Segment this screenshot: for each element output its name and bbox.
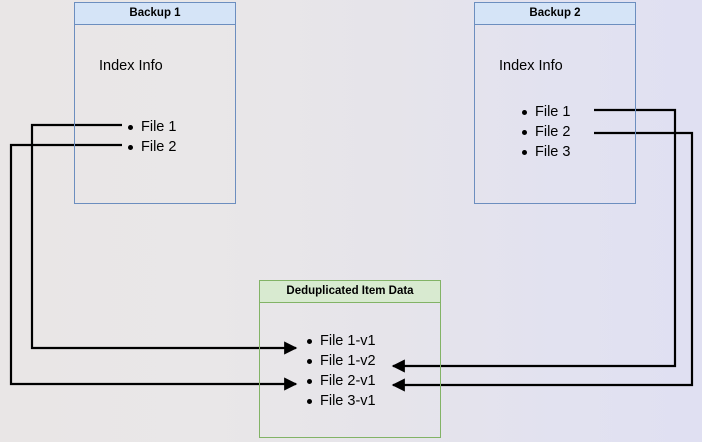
list-item[interactable]: File 2 [519, 122, 570, 142]
node-dedup-body: File 1-v1 File 1-v2 File 2-v1 File 3-v1 [260, 303, 440, 437]
node-backup1-header: Backup 1 [75, 3, 235, 25]
list-item[interactable]: File 1 [519, 102, 570, 122]
node-backup2-body: Index Info File 1 File 2 File 3 [475, 25, 635, 203]
node-deduplicated-item-data[interactable]: Deduplicated Item Data File 1-v1 File 1-… [259, 280, 441, 438]
list-item[interactable]: File 2-v1 [304, 371, 376, 391]
node-backup2-header: Backup 2 [475, 3, 635, 25]
node-backup2[interactable]: Backup 2 Index Info File 1 File 2 File 3 [474, 2, 636, 204]
backup1-file-list: File 1 File 2 [125, 117, 176, 157]
node-backup1-body: Index Info File 1 File 2 [75, 25, 235, 203]
list-item[interactable]: File 3-v1 [304, 391, 376, 411]
list-item[interactable]: File 1-v1 [304, 331, 376, 351]
list-item[interactable]: File 2 [125, 137, 176, 157]
node-dedup-header: Deduplicated Item Data [260, 281, 440, 303]
backup1-index-info-label: Index Info [99, 58, 163, 74]
backup2-index-info-label: Index Info [499, 58, 563, 74]
dedup-file-list: File 1-v1 File 1-v2 File 2-v1 File 3-v1 [304, 331, 376, 411]
list-item[interactable]: File 1-v2 [304, 351, 376, 371]
backup2-file-list: File 1 File 2 File 3 [519, 102, 570, 162]
list-item[interactable]: File 1 [125, 117, 176, 137]
node-backup1[interactable]: Backup 1 Index Info File 1 File 2 [74, 2, 236, 204]
list-item[interactable]: File 3 [519, 142, 570, 162]
